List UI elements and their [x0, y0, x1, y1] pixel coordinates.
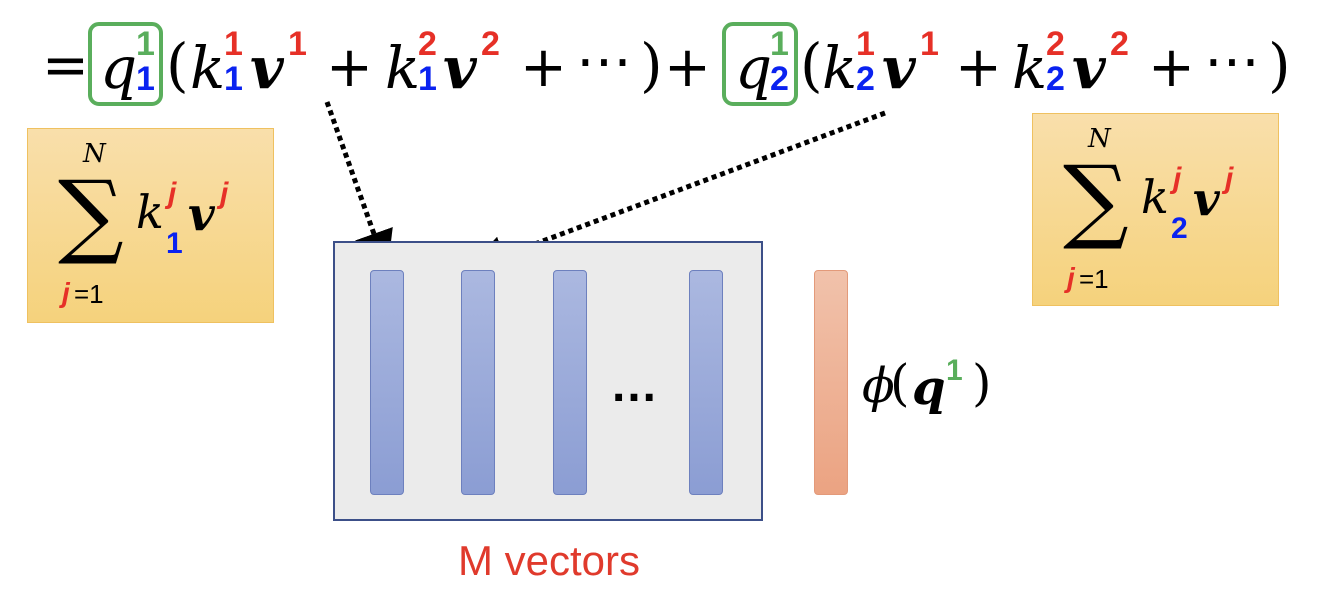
k-symbol: k	[1012, 34, 1048, 102]
ellipsis: ⋯	[576, 29, 632, 94]
phi-symbol: ϕ	[862, 358, 895, 414]
q-sub: 1	[136, 60, 155, 98]
v-sup: 1	[920, 25, 939, 63]
left-sum-box: N ∑ k j 1 v j j =1	[27, 128, 274, 323]
memory-vector	[461, 270, 495, 495]
lparen: (	[166, 31, 189, 99]
sum-lower-limit: =1	[74, 279, 104, 309]
sigma-icon: ∑	[58, 161, 124, 268]
equals-sign: =	[42, 33, 89, 98]
v-sup: j	[220, 177, 229, 210]
sum-index: j	[1067, 262, 1075, 293]
memory-caption: M vectors	[458, 537, 641, 584]
k-sup: 1	[856, 25, 875, 63]
q-highlight-box-1	[88, 22, 163, 106]
k-sub: 2	[1046, 60, 1065, 98]
v-sup: 1	[288, 25, 307, 63]
v-symbol: v	[1193, 172, 1220, 226]
v-symbol: v	[1072, 34, 1106, 102]
k-sup: j	[168, 177, 177, 210]
v-symbol: v	[882, 34, 916, 102]
k-sup: j	[1173, 162, 1182, 195]
k-sub: 1	[166, 227, 183, 260]
memory-vector	[370, 270, 404, 495]
v-sup: 2	[1110, 25, 1129, 63]
q-symbol: q	[912, 360, 946, 416]
k-sub: 2	[856, 60, 875, 98]
rparen: )	[972, 354, 992, 412]
k-sup: 2	[418, 25, 437, 63]
dotted-arrow-2	[466, 110, 886, 275]
q-sub: 2	[770, 60, 789, 98]
plus: +	[664, 35, 711, 100]
k-sup: 2	[1046, 25, 1065, 63]
k-symbol: k	[385, 34, 421, 102]
plus: +	[326, 35, 373, 100]
sigma-icon: ∑	[1063, 146, 1129, 253]
v-sup: j	[1225, 162, 1234, 195]
q-sup: 1	[136, 25, 155, 63]
rparen: )	[640, 31, 663, 99]
k-symbol: k	[1141, 170, 1169, 224]
lparen: (	[890, 354, 910, 412]
sum-upper-limit: N	[1088, 124, 1111, 154]
k-sub: 1	[224, 60, 243, 98]
k-symbol: k	[136, 185, 164, 239]
v-sup: 2	[481, 25, 500, 63]
k-sup: 1	[224, 25, 243, 63]
memory-vector	[553, 270, 587, 495]
query-feature-vector	[814, 270, 848, 495]
ellipsis: ⋯	[1204, 29, 1260, 94]
plus: +	[955, 35, 1002, 100]
plus: +	[520, 35, 567, 100]
q-symbol: q	[735, 34, 773, 102]
plus: +	[1148, 35, 1195, 100]
k-symbol: k	[822, 34, 858, 102]
rparen: )	[1268, 31, 1291, 99]
dotted-arrow-1	[324, 101, 393, 272]
v-symbol: v	[443, 34, 477, 102]
memory-vector	[689, 270, 723, 495]
q-highlight-box-2	[722, 22, 798, 106]
k-sub: 2	[1171, 212, 1188, 245]
v-symbol: v	[188, 187, 215, 241]
sum-upper-limit: N	[83, 139, 106, 169]
q-symbol: q	[100, 34, 138, 102]
v-symbol: v	[250, 34, 284, 102]
right-sum-box: N ∑ k j 2 v j j =1	[1032, 113, 1279, 306]
k-symbol: k	[190, 34, 226, 102]
q-sup: 1	[946, 354, 963, 387]
sum-index: j	[62, 277, 70, 308]
memory-ellipsis: …	[610, 359, 658, 412]
q-sup: 1	[770, 25, 789, 63]
lparen: (	[800, 31, 823, 99]
sum-lower-limit: =1	[1079, 264, 1109, 294]
k-sub: 1	[418, 60, 437, 98]
